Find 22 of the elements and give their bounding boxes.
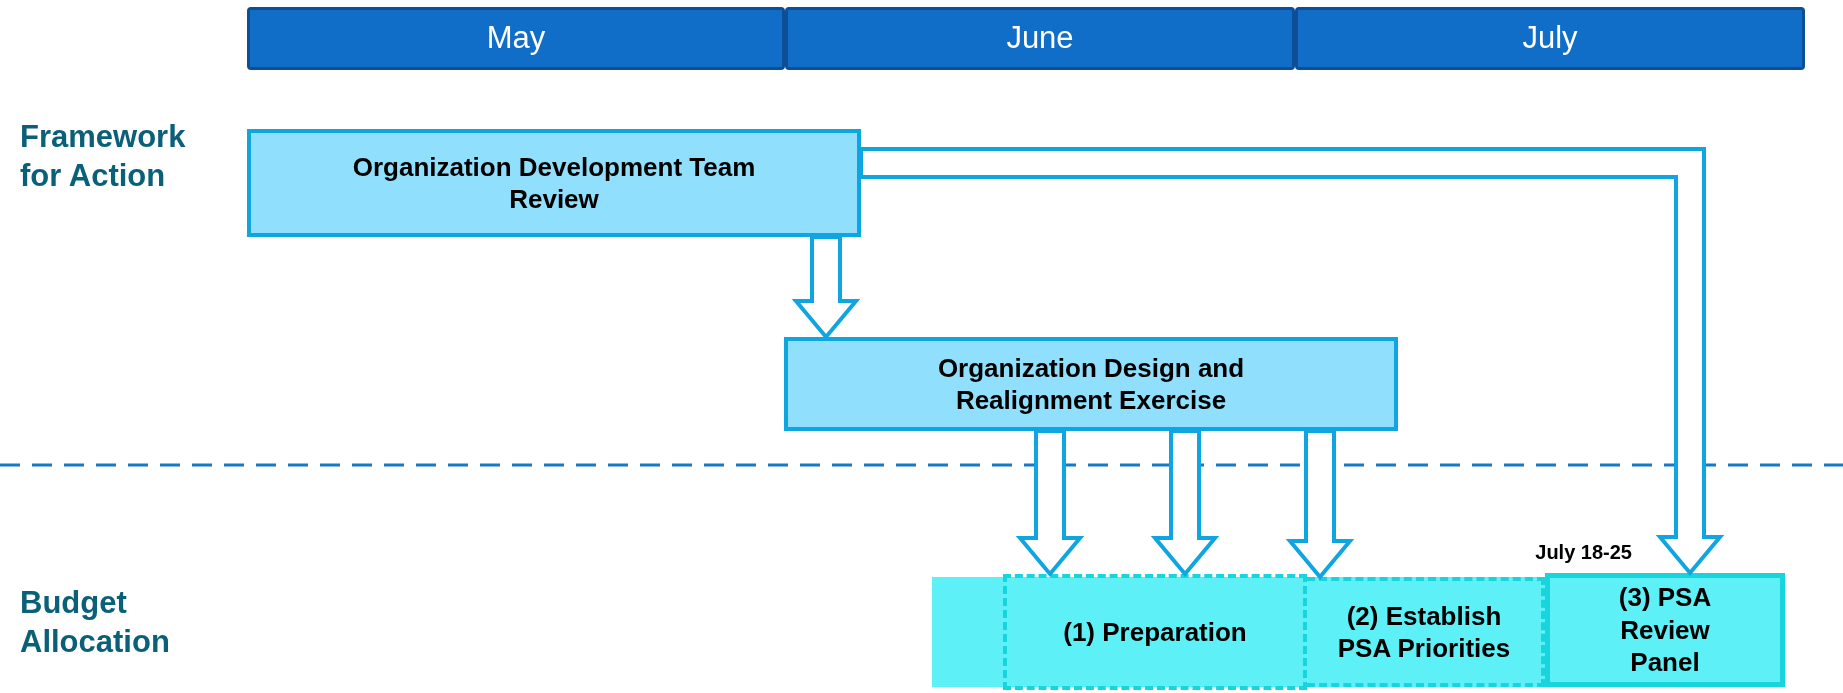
phase-box [1307, 577, 1545, 687]
block-arrow [859, 147, 1725, 577]
node-text: Organization Development Team Review [351, 150, 757, 216]
node-text: June [1006, 19, 1074, 58]
phase-box [1003, 574, 1307, 690]
node-text: Organization Design and Realignment Exercise [936, 351, 1246, 417]
block-arrow [1150, 429, 1220, 578]
node-text: May [486, 19, 546, 58]
block-arrow [1015, 429, 1085, 578]
node-text: (3) PSA Review Panel [1617, 581, 1713, 679]
node-text: (2) Establish PSA Priorities [1336, 599, 1512, 665]
month-header [1295, 7, 1805, 70]
row-heading: Budget Allocation [20, 584, 171, 661]
process-box [784, 337, 1398, 431]
process-box [247, 129, 861, 237]
block-arrow [1285, 429, 1355, 581]
node-text: July [1522, 19, 1578, 58]
month-header [785, 7, 1295, 70]
row-heading: Framework for Action [20, 118, 187, 195]
node-text: (1) Preparation [1063, 615, 1247, 649]
month-header [247, 7, 785, 70]
date-label: July 18-25 [1535, 540, 1632, 565]
